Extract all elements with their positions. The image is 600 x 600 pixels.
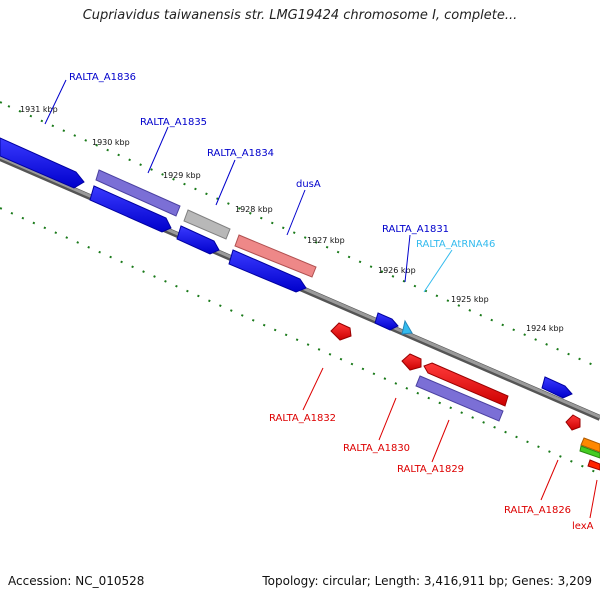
forward-genes [0, 137, 573, 399]
gene-ralta-a1836[interactable] [0, 137, 85, 189]
kbp-scale: 1931 kbp 1930 kbp 1929 kbp 1928 kbp 1927… [20, 105, 564, 333]
gene-reverse-red-long[interactable] [423, 362, 509, 407]
kbp-label: 1924 kbp [526, 324, 564, 333]
kbp-label: 1931 kbp [20, 105, 58, 114]
inner-tick-track [0, 207, 600, 475]
gene-forward-blue-1[interactable] [89, 185, 172, 233]
gene-ralta-atrna46[interactable] [401, 319, 413, 335]
gene-label-lexa[interactable]: lexA [572, 521, 594, 532]
gene-forward-blue-4[interactable] [541, 376, 573, 399]
gene-ralta-a1826[interactable] [565, 414, 581, 431]
kbp-label: 1929 kbp [163, 171, 201, 180]
callout-lines [44, 79, 598, 519]
gene-label-ralta-a1832[interactable]: RALTA_A1832 [269, 413, 336, 424]
gene-ralta-a1835[interactable] [95, 169, 181, 217]
topology-summary: Topology: circular; Length: 3,416,911 bp… [262, 574, 592, 588]
gene-label-ralta-a1829[interactable]: RALTA_A1829 [397, 464, 464, 475]
gene-dusa[interactable] [234, 234, 317, 278]
gene-ralta-a1834[interactable] [183, 209, 231, 240]
gene-forward-blue-3[interactable] [228, 249, 307, 293]
map-title: Cupriavidus taiwanensis str. LMG19424 ch… [82, 8, 518, 23]
gene-label-ralta-a1826[interactable]: RALTA_A1826 [504, 505, 571, 516]
gene-label-dusa[interactable]: dusA [296, 179, 321, 190]
reverse-genes [330, 322, 600, 471]
kbp-label: 1930 kbp [92, 138, 130, 147]
gene-lexa[interactable] [580, 437, 600, 453]
gene-label-ralta-a1831[interactable]: RALTA_A1831 [382, 224, 449, 235]
gene-forward-blue-2[interactable] [176, 225, 220, 255]
accession-text: Accession: NC_010528 [8, 574, 145, 588]
gene-ralta-a1829[interactable] [415, 375, 504, 422]
gene-label-ralta-atrna46[interactable]: RALTA_AtRNA46 [416, 239, 495, 250]
kbp-label: 1928 kbp [235, 205, 273, 214]
gene-ralta-a1832[interactable] [330, 322, 352, 341]
outer-tick-track [0, 101, 600, 369]
kbp-label: 1926 kbp [378, 266, 416, 275]
gene-ralta-a1830[interactable] [401, 353, 422, 371]
gene-lexa-red[interactable] [587, 459, 600, 471]
gene-label-ralta-a1835[interactable]: RALTA_A1835 [140, 117, 207, 128]
gene-ralta-a1831[interactable] [374, 312, 399, 331]
gene-labels: RALTA_A1836 RALTA_A1835 RALTA_A1834 dusA… [69, 72, 594, 532]
gene-lexa-green[interactable] [579, 445, 600, 459]
gene-label-ralta-a1834[interactable]: RALTA_A1834 [207, 148, 274, 159]
kbp-label: 1927 kbp [307, 236, 345, 245]
gene-label-ralta-a1830[interactable]: RALTA_A1830 [343, 443, 410, 454]
gene-label-ralta-a1836[interactable]: RALTA_A1836 [69, 72, 136, 83]
kbp-label: 1925 kbp [451, 295, 489, 304]
